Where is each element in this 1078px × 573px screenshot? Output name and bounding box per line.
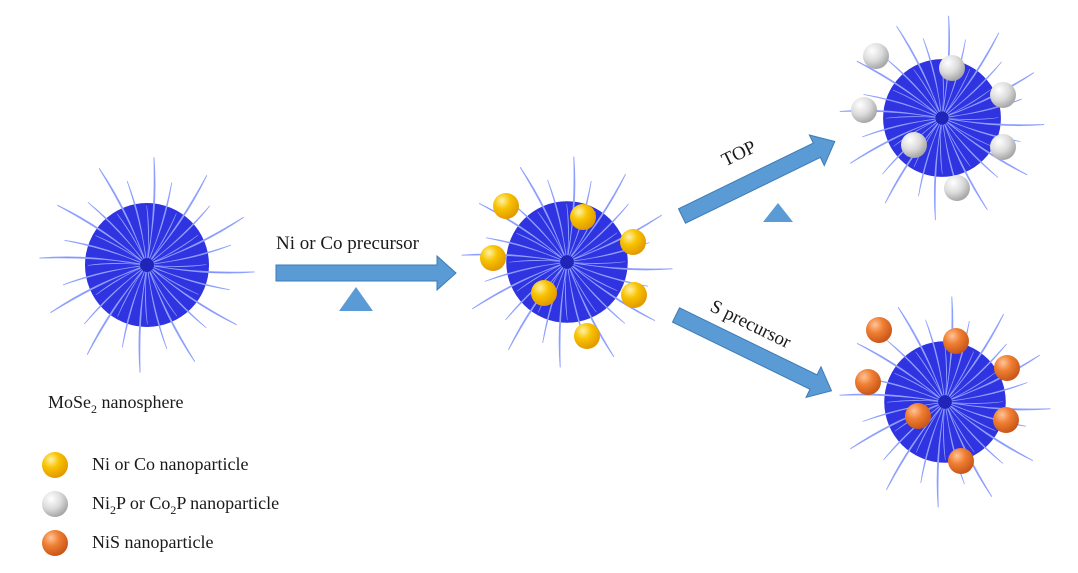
nis-nanoparticle	[994, 355, 1020, 381]
flower-center	[560, 255, 574, 269]
heat-triangle-icon	[339, 287, 373, 311]
phosphide-nanoparticle	[939, 55, 965, 81]
nis-nanoparticle	[905, 403, 931, 429]
arrow-step1	[275, 254, 457, 292]
nis-nanoparticle	[866, 317, 892, 343]
arrow-step2	[677, 134, 836, 224]
ni-co-nanoparticle	[531, 280, 557, 306]
nis-nanoparticle	[993, 407, 1019, 433]
ni-co-nanoparticle	[480, 245, 506, 271]
flower-center	[935, 111, 949, 125]
nis-nanoparticle	[855, 369, 881, 395]
phosphide-nanoparticle	[944, 175, 970, 201]
nis-nanoparticle	[948, 448, 974, 474]
legend-ni-co-label: Ni or Co nanoparticle	[92, 454, 249, 474]
phosphide-nanoparticle	[863, 43, 889, 69]
legend-ni-co-ball	[42, 452, 68, 478]
legend-phosphide-label: Ni2P or Co2P nanoparticle	[92, 493, 280, 517]
ni-co-nanoparticle	[574, 323, 600, 349]
nis-nanoparticle	[943, 328, 969, 354]
heat-triangle-icon	[763, 203, 793, 222]
ni-co-nanoparticle	[620, 229, 646, 255]
phosphide-nanoparticle	[990, 82, 1016, 108]
phosphide-nanoparticle	[990, 134, 1016, 160]
flower-center	[140, 258, 154, 272]
ni-co-nanoparticle	[493, 193, 519, 219]
ni-co-nanoparticle	[570, 204, 596, 230]
particle-layer	[480, 43, 1020, 474]
arrow-step3	[671, 307, 833, 399]
nis-decorated-nanosphere	[839, 296, 1051, 508]
legend-nis-label: NiS nanoparticle	[92, 532, 214, 552]
phosphide-nanoparticle	[851, 97, 877, 123]
mose2-nanosphere	[38, 156, 256, 374]
ni-co-nanoparticle	[621, 282, 647, 308]
phosphide-nanoparticle	[901, 132, 927, 158]
step1-label: Ni or Co precursor	[276, 233, 419, 254]
legend-phosphide-ball	[42, 491, 68, 517]
mose2-caption: MoSe2 nanosphere	[48, 392, 184, 416]
flower-center	[938, 395, 952, 409]
legend-nis-ball	[42, 530, 68, 556]
